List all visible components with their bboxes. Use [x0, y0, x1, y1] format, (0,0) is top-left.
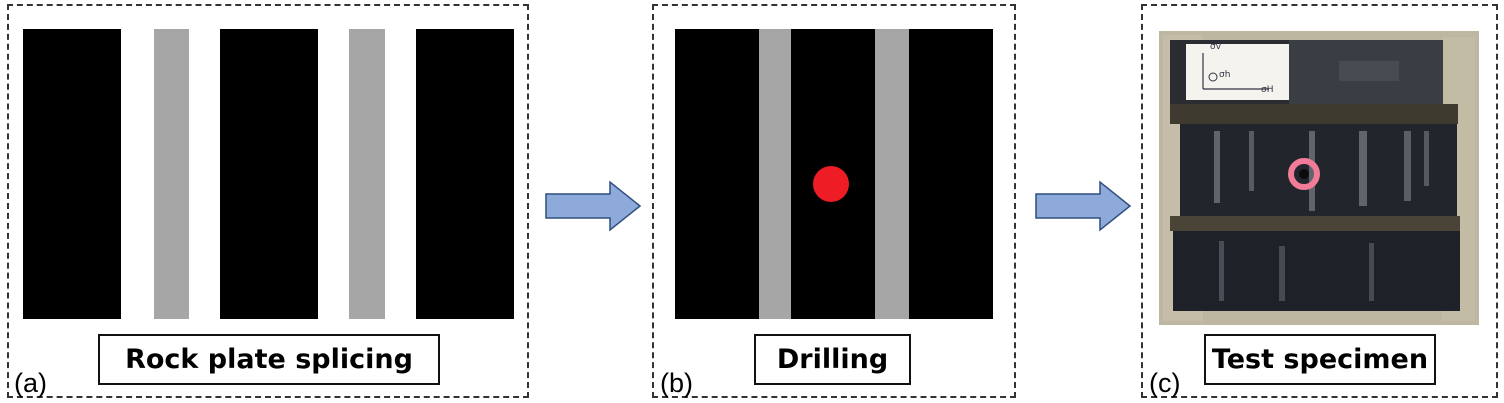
joint-layer-1: [154, 29, 189, 319]
rock-plate-3: [416, 29, 514, 319]
panel-tag-c: (c): [1149, 368, 1181, 398]
photo-label-sigma-v: σv: [1210, 42, 1222, 52]
right-arrow-icon: [1035, 180, 1132, 232]
panel-a: (a): [7, 4, 529, 398]
panel-b: (b): [652, 4, 1016, 398]
joint-layer-left: [759, 29, 791, 319]
caption-b: Drilling: [754, 334, 911, 385]
panel-tag-b: (b): [660, 368, 693, 398]
caption-a: Rock plate splicing: [98, 334, 440, 385]
specimen-photo: [1159, 31, 1479, 325]
red-dot-icon: [813, 166, 849, 202]
rock-plate-1: [23, 29, 121, 319]
photo-label-sigma-h-small: σh: [1219, 70, 1231, 80]
right-arrow-icon: [545, 180, 642, 232]
joint-layer-2: [349, 29, 385, 319]
joint-layer-right: [875, 29, 909, 319]
caption-c: Test specimen: [1204, 334, 1436, 385]
panel-tag-a: (a): [14, 368, 47, 398]
panel-c: σv σh σH (c): [1141, 4, 1498, 398]
photo-label-sigma-h-large: σH: [1261, 85, 1274, 95]
rock-plate-2: [220, 29, 318, 319]
